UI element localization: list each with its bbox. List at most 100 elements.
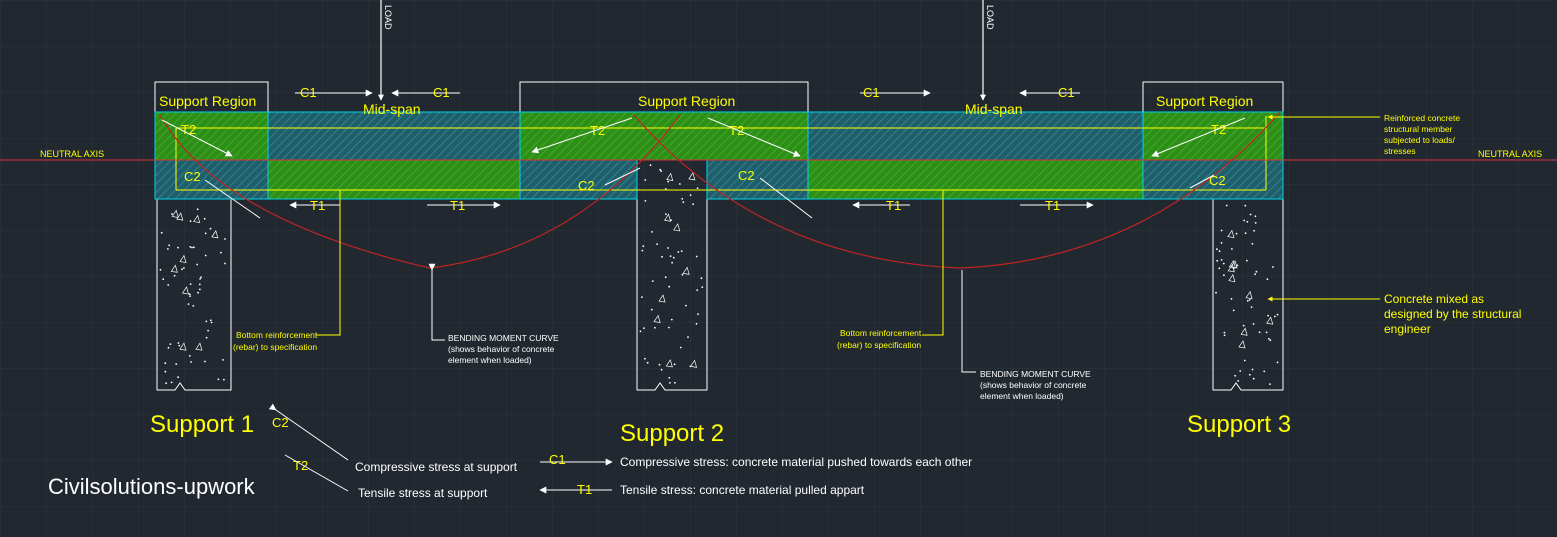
bottom-rebar-note-2-line2: (rebar) to specification [837,340,921,350]
speckle [209,227,212,230]
aggregate-triangle [1227,264,1235,273]
bmc-note-1-line3: element when loaded) [448,355,532,365]
speckle [205,336,208,339]
speckle [1234,374,1236,377]
speckle [1239,370,1242,372]
speckle [190,361,192,363]
speckle [1274,315,1276,318]
speckle [1215,291,1217,294]
speckle [1230,298,1233,300]
speckle [696,187,699,190]
rc-member-note-line2: structural member [1384,124,1453,134]
speckle [1244,232,1247,235]
bmc-leader-1 [428,263,445,341]
speckle [1223,274,1225,277]
speckle [1223,331,1226,334]
speckle [644,357,646,360]
legend-c2-symbol: C2 [272,415,289,430]
t2-label-3: T2 [1211,122,1226,137]
legend-t2-symbol: T2 [293,458,308,473]
aggregate-triangle [176,212,184,221]
column-1 [156,198,232,391]
speckle [692,203,694,206]
speckle [641,296,643,298]
rc-member-note-line4: stresses [1384,146,1416,156]
aggregate-triangle [689,359,698,368]
speckle [649,164,652,167]
speckle [189,295,192,297]
speckle [187,303,190,305]
beam-bottom-left-support [154,159,269,200]
legend-t2-text: Tensile stress at support [358,486,488,500]
speckle [224,238,226,240]
speckle [651,280,654,282]
speckle [1220,259,1223,261]
speckle [643,327,645,329]
speckle [168,244,171,247]
aggregate-triangle [1266,316,1274,325]
beam-top-right-support [1142,111,1284,161]
speckle [674,381,676,384]
aggregate-triangle [1228,273,1236,283]
speckle [1243,359,1246,362]
speckle [1267,314,1269,317]
c2-label-1: C2 [184,169,201,184]
speckle [664,276,667,279]
speckle [660,368,663,371]
speckle [1252,323,1255,325]
legend-t1-text: Tensile stress: concrete material pulled… [620,483,865,497]
aggregate-triangle [1245,290,1253,300]
speckle [668,376,671,379]
beam-top-left-support [154,111,269,161]
speckle [189,220,192,223]
c2-arrow-2a [604,167,641,186]
speckle [642,245,645,248]
speckle [188,293,191,296]
speckle [177,342,180,344]
speckle [199,278,202,280]
bmc-note-2-line3: element when loaded) [980,391,1064,401]
c2-label-2b: C2 [738,168,755,183]
speckle [1244,204,1247,207]
speckle [701,286,704,288]
speckle [1242,324,1245,327]
speckle [696,289,699,291]
speckle [651,231,653,233]
speckle [1276,361,1279,364]
speckle [1243,219,1246,222]
speckle [183,267,185,269]
speckle [1276,313,1279,316]
concrete-speckles [159,164,1279,385]
speckle [1248,373,1251,376]
speckle [196,263,199,266]
legend-c2-text: Compressive stress at support [355,460,518,474]
speckle [222,359,224,361]
speckle [203,217,206,220]
speckle [658,363,661,366]
speckle [646,361,649,364]
support-2-label: Support 2 [620,420,724,447]
aggregate-triangle [211,230,219,239]
speckle [165,382,168,385]
aggregate-triangle [665,359,673,368]
aggregate-triangle [1228,259,1236,269]
speckle [173,274,176,277]
bmc-note-2-line2: (shows behavior of concrete [980,380,1087,390]
bottom-rebar-leader-1 [316,190,341,336]
speckle [700,277,703,280]
t2-arrow-2b [707,117,801,157]
speckle [1250,306,1253,308]
load-label-1: LOAD [383,5,393,30]
speckle [164,362,167,365]
aggregate-triangle [688,172,696,181]
speckle [644,200,647,202]
speckle [1246,220,1249,223]
speckle [687,336,689,338]
c2-arrow-3 [1189,174,1215,189]
concrete-mix-note-line3: engineer [1384,322,1431,336]
bmc-note-2-line1: BENDING MOMENT CURVE [980,369,1091,379]
speckle [1253,229,1255,232]
speckle [650,308,653,311]
speckle [660,170,663,173]
